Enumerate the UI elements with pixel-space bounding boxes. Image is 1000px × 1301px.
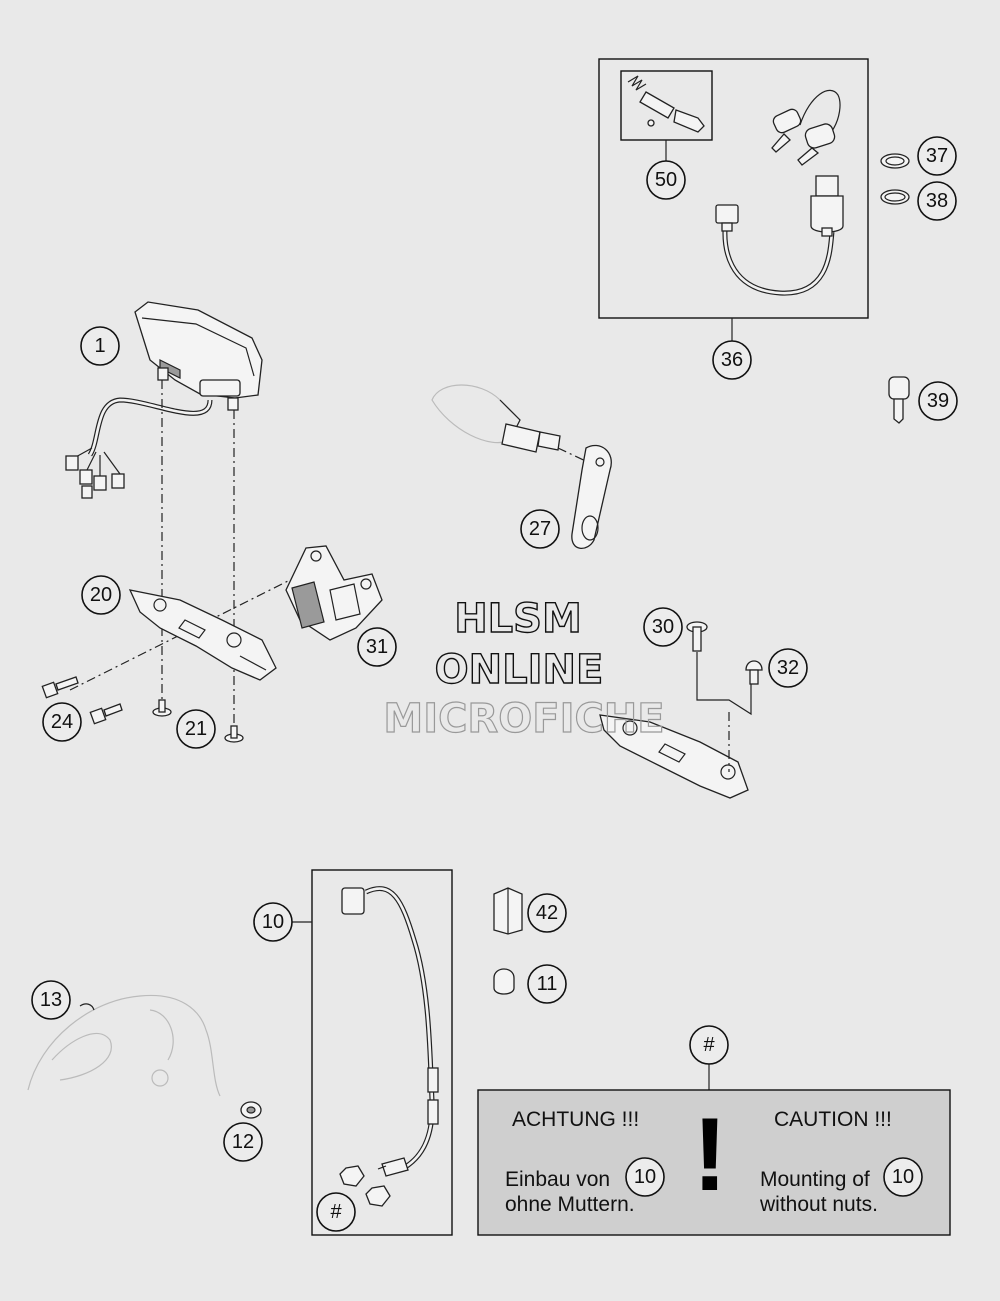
lock-cylinder — [627, 75, 705, 133]
bolt-24b — [89, 703, 123, 725]
sensor-cable-frame — [311, 869, 453, 1236]
watermark-line2: ONLINE — [435, 647, 604, 693]
watermark-line1: HLSM — [454, 596, 582, 642]
ignition-lock-frame — [598, 58, 869, 319]
callout-hash-top: # — [689, 1025, 729, 1065]
svg-text:20: 20 — [90, 584, 112, 606]
svg-text:12: 12 — [232, 1131, 254, 1153]
svg-text:10: 10 — [892, 1166, 914, 1188]
spare-key-39 — [888, 376, 910, 424]
svg-text:10: 10 — [262, 911, 284, 933]
key-set — [771, 89, 841, 166]
callout-24: 24 — [42, 702, 82, 742]
callout-42: 42 — [527, 893, 567, 933]
screw-21a — [152, 699, 172, 717]
svg-text:30: 30 — [652, 616, 674, 638]
instrument-bracket-20 — [128, 589, 277, 681]
caution-de-title: ACHTUNG !!! — [512, 1108, 639, 1131]
caution-de-line2: ohne Muttern. — [505, 1193, 635, 1216]
callout-10: 10 — [253, 902, 293, 942]
svg-text:24: 24 — [51, 711, 73, 733]
caution-ref-de: 10 — [625, 1157, 665, 1197]
bolt-24a — [41, 676, 79, 699]
caution-en-title: CAUTION !!! — [774, 1108, 892, 1131]
sensor-cable-group — [292, 869, 453, 1236]
generator-cover-13 — [27, 994, 221, 1097]
callout-36: 36 — [712, 340, 752, 380]
svg-text:38: 38 — [926, 190, 948, 212]
caution-panel: ACHTUNG !!! Einbau von ohne Muttern. CAU… — [477, 1089, 951, 1236]
clip-42 — [493, 887, 523, 935]
svg-text:32: 32 — [777, 657, 799, 679]
support-bracket-31 — [285, 545, 383, 641]
svg-text:50: 50 — [655, 169, 677, 191]
washer-38 — [880, 189, 910, 205]
svg-text:21: 21 — [185, 718, 207, 740]
callout-hash-bottom: # — [316, 1192, 356, 1232]
callout-27: 27 — [520, 509, 560, 549]
callout-20: 20 — [81, 575, 121, 615]
svg-text:11: 11 — [537, 973, 558, 995]
callout-37: 37 — [917, 136, 957, 176]
caution-ref-en: 10 — [883, 1157, 923, 1197]
caution-en-line2: without nuts. — [759, 1193, 878, 1216]
exclamation-mark: ! — [693, 1097, 728, 1213]
callout-50: 50 — [646, 160, 686, 200]
watermark: HLSM ONLINE MICROFICHE — [383, 595, 665, 742]
callout-32: 32 — [768, 648, 808, 688]
callout-11: 11 — [527, 964, 567, 1004]
ignition-lock-group — [598, 58, 869, 342]
caution-en-line1: Mounting of — [760, 1168, 870, 1191]
svg-text:#: # — [703, 1034, 715, 1056]
callout-30: 30 — [643, 607, 683, 647]
callout-38: 38 — [917, 181, 957, 221]
ignition-switch — [715, 175, 844, 296]
ring-nut-37 — [880, 153, 910, 169]
watermark-line3: MICROFICHE — [383, 696, 664, 742]
svg-text:37: 37 — [926, 145, 948, 167]
svg-text:31: 31 — [366, 636, 388, 658]
svg-text:27: 27 — [529, 518, 551, 540]
svg-text:13: 13 — [40, 989, 62, 1011]
screw-21b — [224, 725, 244, 743]
assembly-link-30-32 — [696, 652, 752, 716]
caution-panel-box — [477, 1089, 951, 1236]
callout-31: 31 — [357, 627, 397, 667]
svg-text:1: 1 — [94, 335, 105, 357]
grommet-12 — [240, 1101, 262, 1119]
caution-de-line1: Einbau von — [505, 1168, 610, 1191]
svg-text:39: 39 — [927, 390, 949, 412]
callout-1: 1 — [80, 326, 120, 366]
svg-text:42: 42 — [536, 902, 558, 924]
callout-21: 21 — [176, 709, 216, 749]
mount-bracket-right — [599, 714, 749, 799]
rivet-30 — [686, 621, 708, 652]
instrument-cluster — [65, 301, 263, 499]
svg-text:10: 10 — [634, 1166, 656, 1188]
callout-12: 12 — [223, 1122, 263, 1162]
svg-text:36: 36 — [721, 349, 743, 371]
svg-text:#: # — [330, 1201, 342, 1223]
clamp-11 — [493, 968, 515, 995]
callout-39: 39 — [918, 381, 958, 421]
grommet-32 — [745, 660, 763, 685]
turn-signal-27 — [431, 384, 612, 549]
callout-13: 13 — [31, 980, 71, 1020]
